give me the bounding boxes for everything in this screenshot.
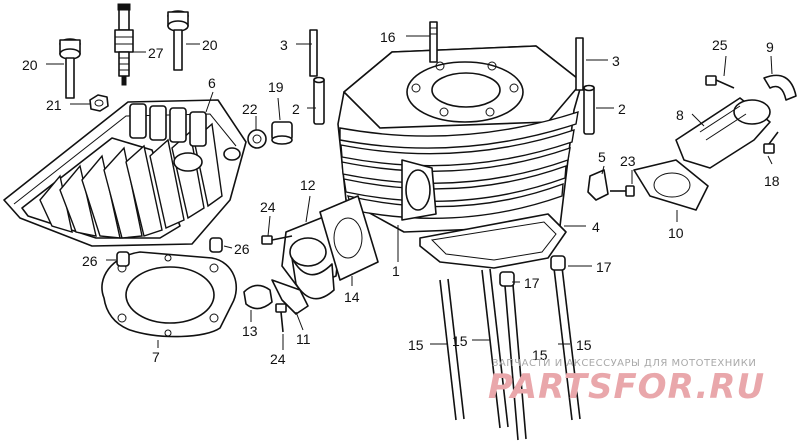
cylinder-stud-right [575,37,584,91]
callout-17-right: 17 [596,259,612,275]
intake-manifold [675,97,771,169]
intake-gasket [633,159,709,211]
callout-26-left: 26 [82,253,98,269]
watermark-brand: PARTSFOR.RU [488,367,765,407]
cylinder-head [3,99,247,247]
callout-20-right: 20 [202,37,218,53]
callout-15-b: 15 [452,333,468,349]
long-stud-2 [481,268,509,429]
callout-24-upper: 24 [260,199,276,215]
manifold-bolt-upper [705,75,735,89]
watermark: ЗАПЧАСТИ И АКСЕССУАРЫ ДЛЯ МОТОТЕХНИКИ PA… [488,358,765,407]
callout-2-left: 2 [292,101,300,117]
manifold-bolt-lower [763,131,779,154]
cylinder-base-gasket [419,213,567,269]
leader-lines [46,35,773,350]
callout-13: 13 [242,323,258,339]
callout-12: 12 [300,177,316,193]
spark-plug [114,3,134,86]
callout-15-a: 15 [408,337,424,353]
exhaust-gasket [319,195,379,281]
callout-18: 18 [764,173,780,189]
long-stud-1 [439,278,465,421]
callout-2-right: 2 [618,101,626,117]
stud-sleeve-left [499,271,515,287]
head-gasket [101,251,237,338]
cylinder-stud [429,21,438,63]
callout-23: 23 [620,153,636,169]
callout-1: 1 [392,263,400,279]
dowel-pin-right [209,237,223,253]
drain-plug [271,121,293,145]
dowel-sleeve-right [583,84,595,135]
callout-5: 5 [598,149,606,165]
sealing-washer [247,129,267,149]
dowel-sleeve-left [313,76,325,125]
intake-bracket [587,169,609,201]
flange-screw-lower [275,303,287,333]
exhaust-flange [281,215,341,300]
intake-clamp [763,74,797,101]
callout-labels: 1 2 2 3 3 4 5 6 7 8 9 10 11 12 13 14 15 … [22,29,780,367]
callout-6: 6 [208,75,216,91]
long-stud-3 [504,284,527,441]
watermark-tagline: ЗАПЧАСТИ И АКСЕССУАРЫ ДЛЯ МОТОТЕХНИКИ [492,358,756,369]
callout-16: 16 [380,29,396,45]
callout-22: 22 [242,101,258,117]
head-bolt-left [59,38,81,99]
bracket-screw [610,185,635,197]
callout-11: 11 [296,331,311,347]
callout-3-right: 3 [612,53,620,69]
callout-8: 8 [676,107,684,123]
callout-4: 4 [592,219,600,235]
callout-3-left: 3 [280,37,288,53]
flange-bracket [271,279,309,315]
head-bolt-right [167,10,189,71]
flange-screw-upper [261,235,293,245]
dowel-pin-left [116,251,130,267]
gasket-clamp [243,284,273,310]
callout-20-left: 20 [22,57,38,73]
stud-sleeve-right [550,255,566,271]
callout-25: 25 [712,37,728,53]
head-nut [89,94,109,112]
callout-24-lower: 24 [270,351,286,367]
callout-7: 7 [152,349,160,365]
cylinder-stud-left [309,29,318,77]
callout-19: 19 [268,79,284,95]
callout-15-d: 15 [576,337,592,353]
callout-21: 21 [46,97,62,113]
cylinder-fins [339,110,579,220]
callout-9: 9 [766,39,774,55]
callout-17-left: 17 [524,275,540,291]
callout-14: 14 [344,289,360,305]
callout-27: 27 [148,45,164,61]
callout-26-right: 26 [234,241,250,257]
cylinder-barrel [337,45,583,233]
cylinder-head-fins [39,122,223,239]
callout-15-c: 15 [532,347,548,363]
callout-10: 10 [668,225,684,241]
